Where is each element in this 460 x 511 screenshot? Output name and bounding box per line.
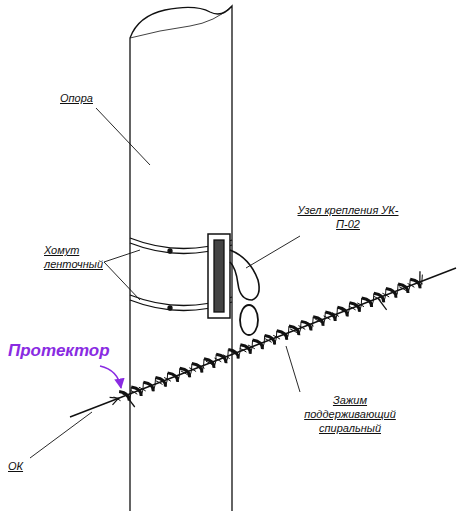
spiral-strand: [277, 331, 287, 340]
clamp-lock: [168, 306, 172, 310]
spiral-strand: [178, 368, 180, 382]
leader-line: [96, 108, 150, 165]
spiral-strand: [204, 359, 214, 368]
label-cable: ОК: [8, 460, 38, 474]
protector-strand: [156, 381, 163, 385]
spiral-tail: [419, 271, 420, 282]
spiral-strand: [253, 340, 263, 349]
spiral-strand: [362, 298, 372, 307]
protector-arrow: [100, 366, 121, 388]
spiral-strand: [359, 298, 361, 312]
spiral-strand: [347, 303, 349, 317]
protector-end: [110, 397, 119, 404]
spiral-strand: [289, 326, 299, 335]
spiral-strand: [119, 392, 129, 401]
pole-top-edge: [130, 6, 232, 38]
spiral-strand: [313, 317, 323, 326]
spiral-strand: [228, 349, 238, 358]
spiral-tail: [378, 298, 387, 310]
protector-strand: [265, 339, 272, 343]
spiral-strand: [299, 321, 301, 335]
cable-line: [70, 268, 456, 417]
spiral-strand: [384, 289, 386, 303]
spiral-strand: [156, 378, 166, 387]
mount-ring: [240, 305, 258, 335]
clamp-lock: [168, 249, 172, 253]
spiral-strand: [408, 279, 410, 293]
leader-line: [104, 250, 140, 300]
spiral-strand: [311, 317, 313, 331]
mount-bracket: [230, 250, 259, 300]
spiral-strand: [202, 359, 204, 373]
spiral-strand: [153, 378, 155, 392]
spiral-strand: [141, 382, 143, 396]
spiral-strand: [216, 354, 226, 363]
spiral-strand: [214, 354, 216, 368]
spiral-strand: [131, 387, 141, 396]
leader-line: [286, 346, 300, 392]
spiral-strand: [350, 303, 360, 312]
spiral-strand: [238, 345, 240, 359]
spiral-strand: [287, 326, 289, 340]
label-mount-unit: Узел крепления УК-П-02: [296, 204, 400, 232]
spiral-strand: [180, 368, 190, 377]
label-pole: Опора: [60, 92, 110, 106]
optical-cable: [70, 268, 456, 417]
spiral-strand: [129, 387, 131, 401]
spiral-strand: [192, 364, 202, 373]
spiral-strand: [275, 331, 277, 345]
protector-strand: [189, 368, 196, 372]
spiral-strand: [250, 340, 252, 354]
spiral-strand: [396, 284, 398, 298]
spiral-strand: [262, 335, 264, 349]
spiral-strand: [240, 345, 250, 354]
protector-strand: [298, 326, 305, 330]
label-protector: Протектор: [8, 340, 138, 361]
spiral-strand: [168, 373, 178, 382]
spiral-strand: [323, 312, 325, 326]
spiral-strand: [265, 335, 275, 344]
spiral-strand: [372, 293, 374, 307]
label-spiral-clamp: Зажим поддерживающий спиральный: [290, 394, 410, 435]
spiral-tail: [126, 395, 135, 407]
spiral-strand: [374, 293, 384, 302]
leader-line: [30, 412, 92, 458]
mount-plate: [208, 234, 230, 318]
mount-plate: [214, 240, 224, 312]
spiral-strand: [165, 373, 167, 387]
protector-strand: [408, 283, 415, 287]
pole-outline: [130, 6, 232, 511]
spiral-strand: [143, 382, 153, 391]
spiral-strand: [301, 321, 311, 330]
leader-line: [246, 236, 300, 268]
spiral-strand: [335, 307, 337, 321]
spiral-strand: [398, 284, 408, 293]
spiral-strand: [226, 349, 228, 363]
spiral-strand: [337, 307, 347, 316]
spiral-strand: [410, 279, 420, 288]
label-band-clamp: Хомут ленточный: [44, 244, 106, 272]
spiral-strand: [325, 312, 335, 321]
spiral-strand: [386, 289, 396, 298]
spiral-strand: [190, 364, 192, 378]
